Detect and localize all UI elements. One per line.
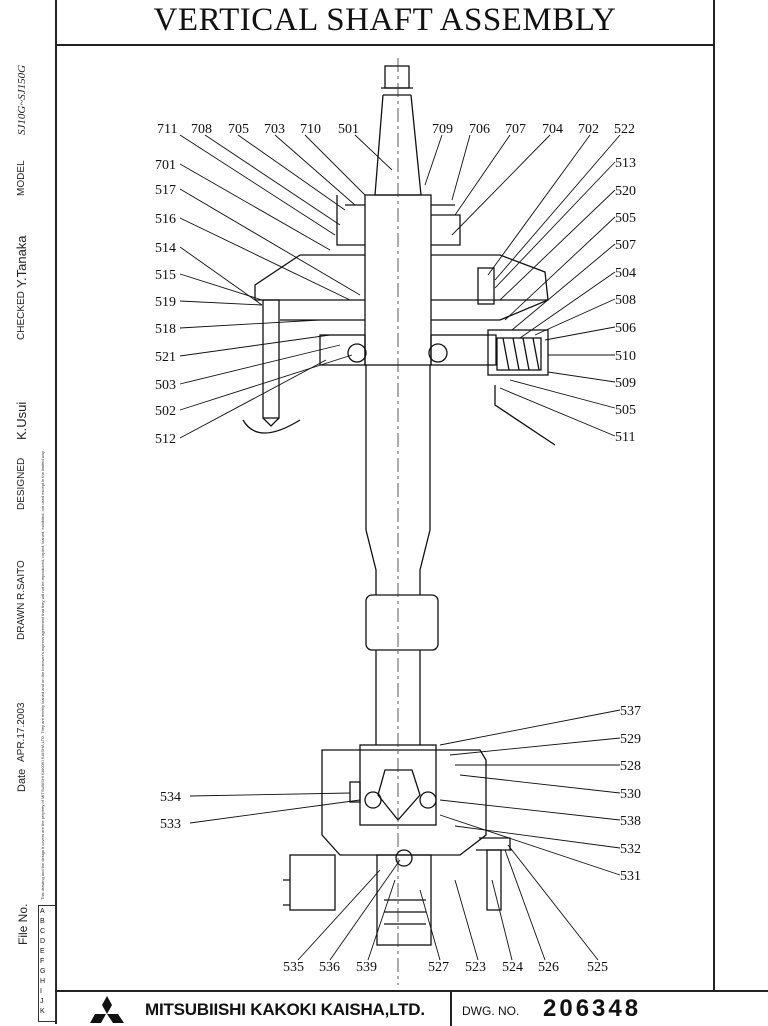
label-526: 526 — [538, 960, 559, 975]
label-505: 505 — [615, 211, 636, 226]
revision-letter: H — [40, 978, 46, 985]
label-502: 502 — [155, 404, 176, 419]
revision-letter: G — [40, 968, 46, 975]
label-706: 706 — [469, 122, 490, 137]
revision-letter: D — [40, 938, 46, 945]
label-705: 705 — [228, 122, 249, 137]
label-506: 506 — [615, 321, 636, 336]
dwg-no-label: DWG. NO. — [462, 1004, 520, 1018]
revision-letter: K — [40, 1008, 45, 1015]
label-528: 528 — [620, 759, 641, 774]
label-710: 710 — [300, 122, 321, 137]
label-535: 535 — [283, 960, 304, 975]
revision-letter: A — [40, 908, 45, 915]
label-525: 525 — [587, 960, 608, 975]
shaft-top-cap — [384, 65, 410, 89]
label-702: 702 — [578, 122, 599, 137]
label-517: 517 — [155, 183, 176, 198]
label-529: 529 — [620, 732, 641, 747]
revision-letter: E — [40, 948, 45, 955]
frame-border-right — [713, 0, 715, 990]
label-507: 507 — [615, 238, 636, 253]
leader-lines — [179, 134, 621, 961]
dwg-number: 206348 — [543, 995, 642, 1022]
label-522: 522 — [614, 122, 635, 137]
label-527: 527 — [428, 960, 449, 975]
label-505b: 505 — [615, 403, 636, 418]
label-523: 523 — [465, 960, 486, 975]
label-539: 539 — [356, 960, 377, 975]
label-533: 533 — [160, 817, 181, 832]
label-708: 708 — [191, 122, 212, 137]
label-530: 530 — [620, 787, 641, 802]
label-501: 501 — [338, 122, 359, 137]
label-704: 704 — [542, 122, 563, 137]
three-diamonds-logo-icon — [90, 996, 124, 1023]
shaft-geometry — [242, 65, 556, 946]
label-520: 520 — [615, 184, 636, 199]
label-512: 512 — [155, 432, 176, 447]
label-537: 537 — [620, 704, 641, 719]
part-labels: 711 708 705 703 710 501 709 706 707 704 … — [155, 122, 641, 975]
revision-letter: I — [40, 988, 42, 995]
label-509: 509 — [615, 376, 636, 391]
label-516: 516 — [155, 212, 176, 227]
label-503: 503 — [155, 378, 176, 393]
label-519: 519 — [155, 295, 176, 310]
label-518: 518 — [155, 322, 176, 337]
revision-letter: J — [40, 998, 44, 1005]
label-508: 508 — [615, 293, 636, 308]
label-524: 524 — [502, 960, 523, 975]
title-rule — [55, 44, 715, 46]
label-707: 707 — [505, 122, 526, 137]
label-515: 515 — [155, 268, 176, 283]
label-536: 536 — [319, 960, 340, 975]
revision-letter: B — [40, 918, 45, 925]
footer-divider — [450, 992, 452, 1026]
side-title-block: SJ10G~SJ150G MODEL CHECKED Y.Tanaka DESI… — [0, 0, 56, 1024]
label-511: 511 — [615, 430, 635, 445]
label-510: 510 — [615, 349, 636, 364]
revision-letter: C — [40, 928, 46, 935]
label-504: 504 — [615, 266, 636, 281]
label-709: 709 — [432, 122, 453, 137]
label-711: 711 — [157, 122, 177, 137]
label-514: 514 — [155, 241, 176, 256]
revision-column: A B C D E F G H I J K — [38, 905, 56, 1022]
label-701: 701 — [155, 158, 176, 173]
label-532: 532 — [620, 842, 641, 857]
revision-letter: F — [40, 958, 45, 965]
label-538: 538 — [620, 814, 641, 829]
label-703: 703 — [264, 122, 285, 137]
company-name: MITSUBIISHI KAKOKI KAISHA,LTD. — [145, 1000, 425, 1019]
label-531: 531 — [620, 869, 641, 884]
label-513: 513 — [615, 156, 636, 171]
label-521: 521 — [155, 350, 176, 365]
frame-border-left — [55, 0, 57, 1024]
footer-title-bar: MITSUBIISHI KAKOKI KAISHA,LTD. DWG. NO. … — [55, 990, 768, 1026]
drawing-title: VERTICAL SHAFT ASSEMBLY — [153, 2, 617, 38]
label-534: 534 — [160, 790, 181, 805]
